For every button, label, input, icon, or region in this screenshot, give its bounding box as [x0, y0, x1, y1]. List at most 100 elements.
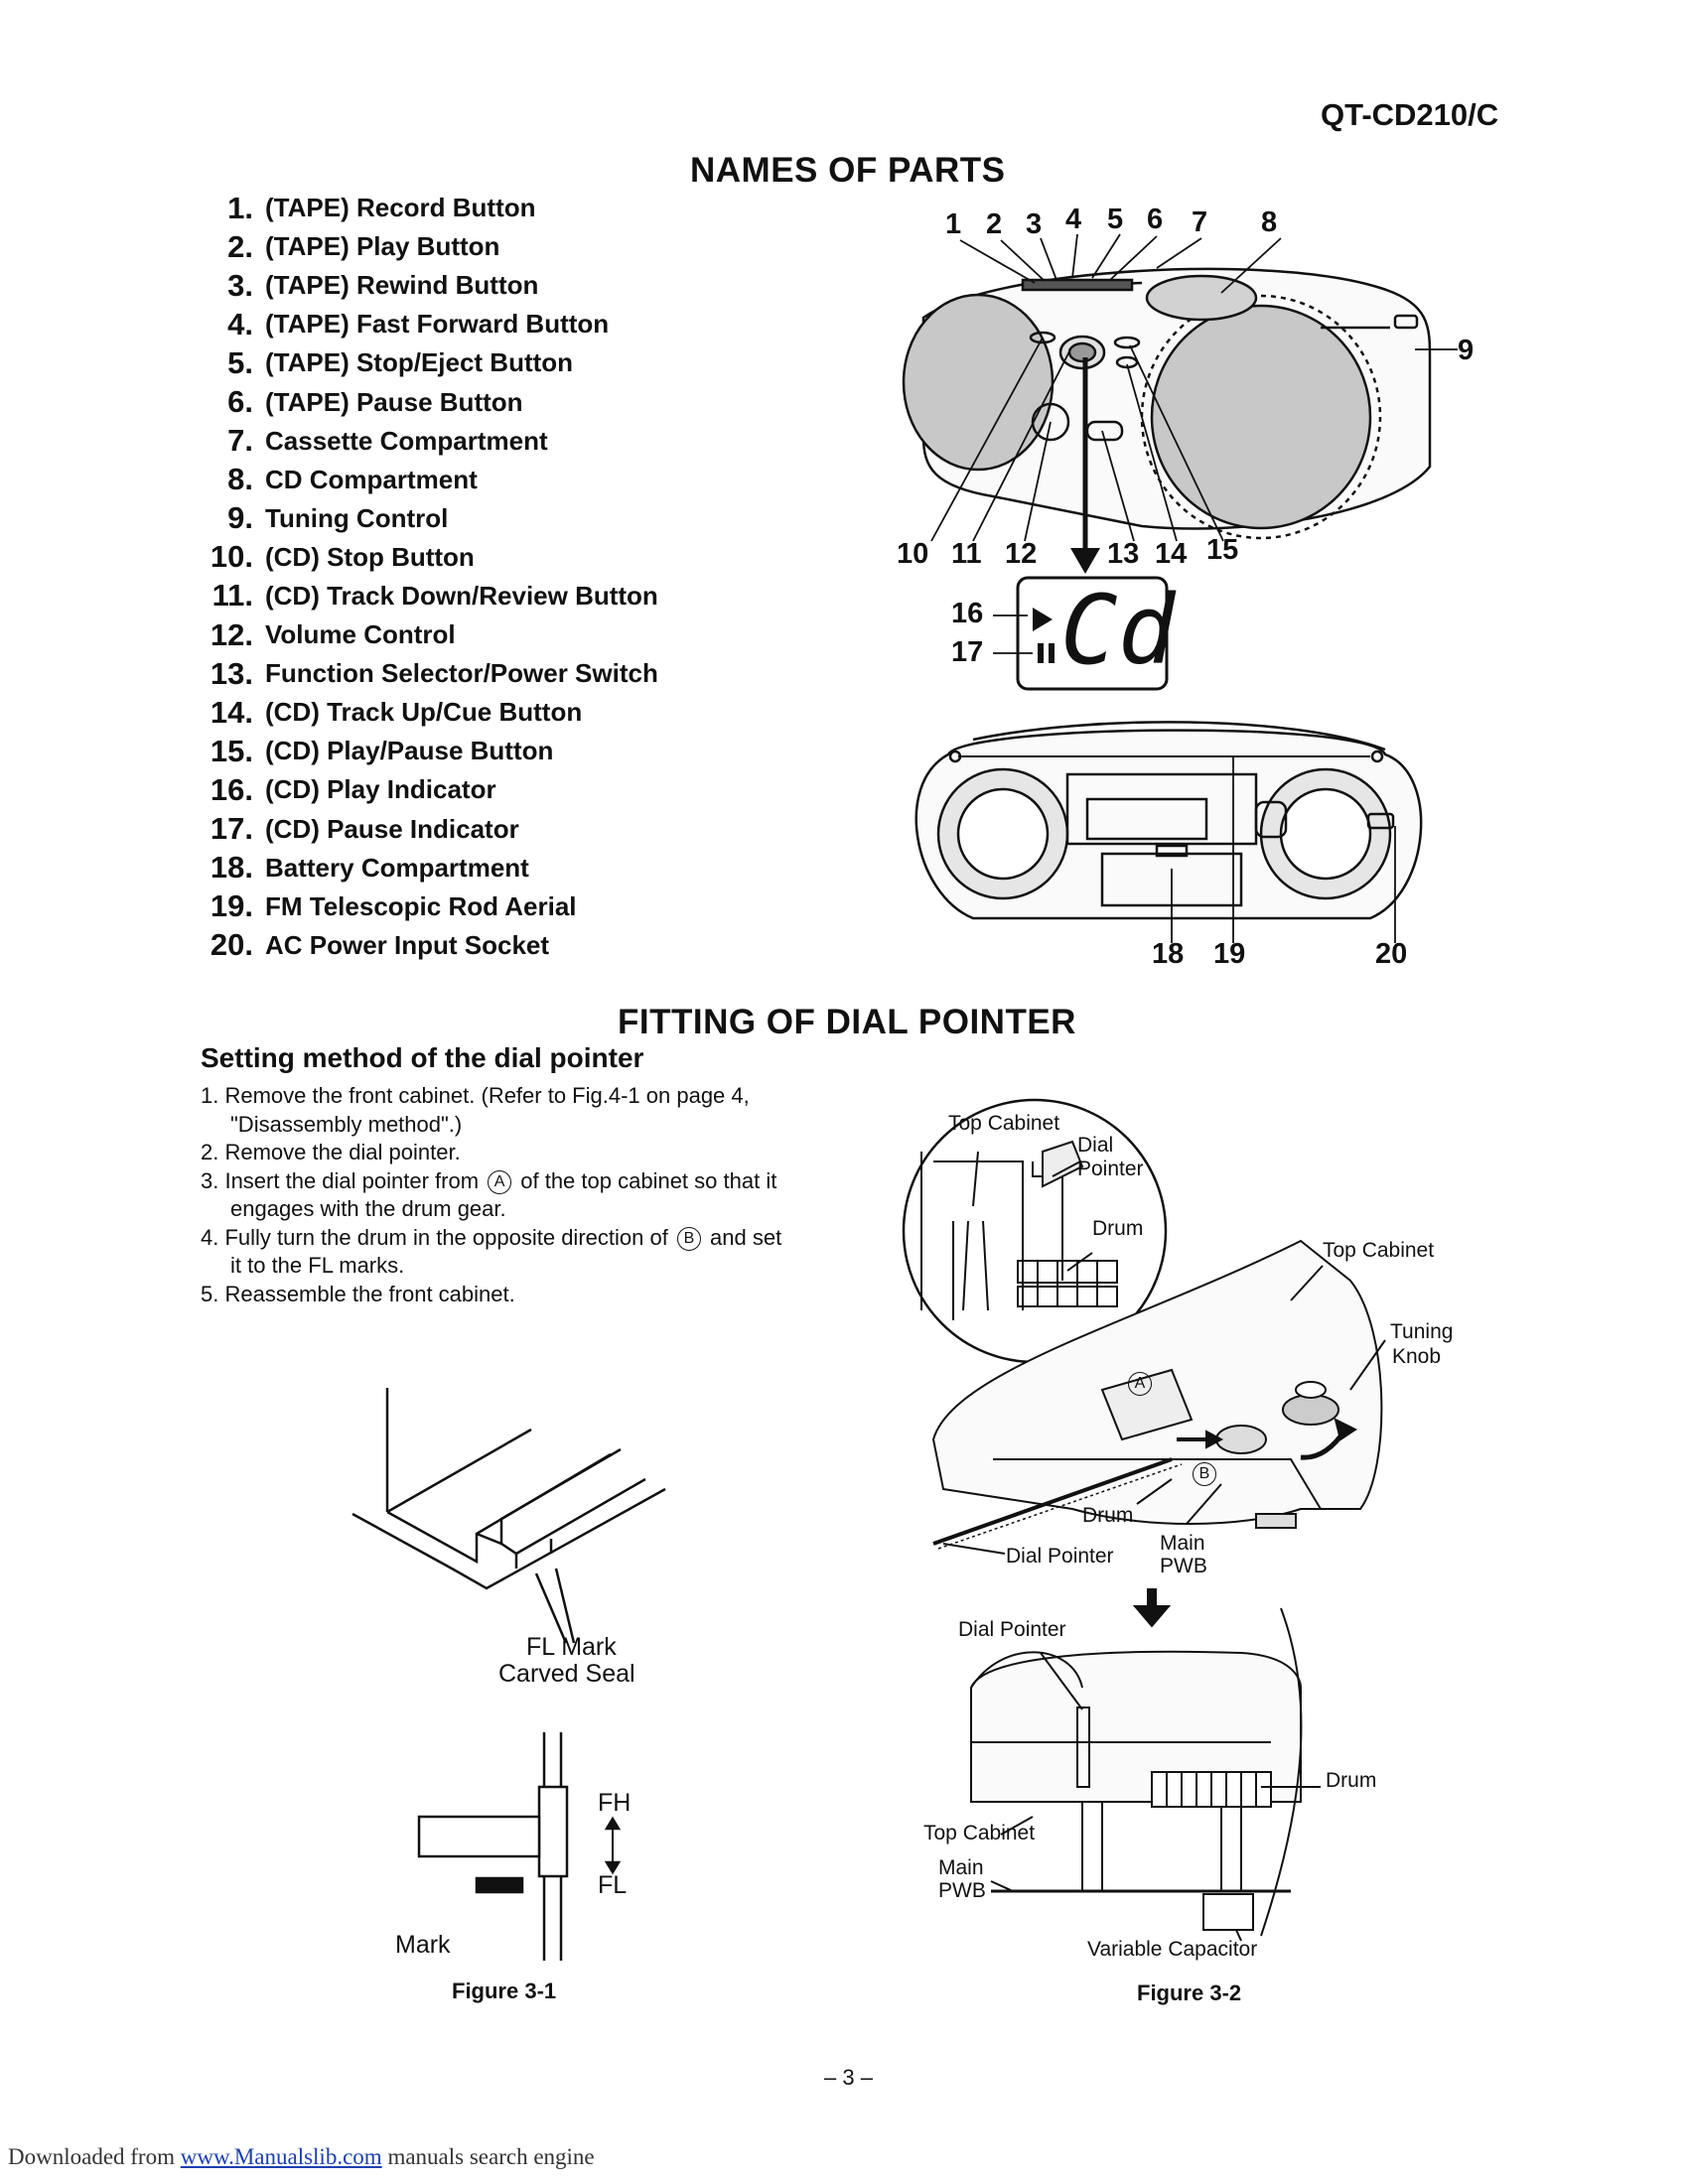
parts-list-item: 3.(TAPE) Rewind Button — [194, 266, 658, 305]
parts-list-item: 4.(TAPE) Fast Forward Button — [194, 305, 658, 343]
lcd-display — [993, 576, 1169, 691]
fitting-step-continuation: it to the FL marks. — [230, 1253, 405, 1278]
parts-item-label: (CD) Play/Pause Button — [265, 736, 554, 766]
fitting-title: FITTING OF DIAL POINTER — [618, 1003, 1076, 1041]
parts-list-item: 8.CD Compartment — [194, 461, 658, 499]
parts-item-number: 20. — [210, 927, 253, 963]
parts-item-label: (TAPE) Record Button — [265, 193, 536, 223]
play-indicator-icon — [1033, 608, 1053, 631]
inset-drum-label: Drum — [1092, 1217, 1144, 1240]
parts-item-number: 19. — [210, 888, 253, 924]
parts-item-label: Tuning Control — [265, 502, 449, 533]
parts-item-number: 17. — [210, 811, 253, 847]
parts-list-item: 18. Battery Compartment — [194, 849, 658, 887]
pwb-label-2: PWB — [938, 1879, 986, 1902]
tuning-label: Tuning — [1390, 1320, 1454, 1343]
parts-item-label: Battery Compartment — [265, 852, 529, 883]
parts-list-item: 17.(CD) Pause Indicator — [194, 810, 658, 849]
step-text-post: of the top cabinet so that it — [514, 1167, 777, 1193]
parts-item-label: (CD) Track Down/Review Button — [265, 580, 658, 611]
callout-8: 8 — [1261, 206, 1278, 238]
callout-14: 14 — [1155, 538, 1188, 570]
parts-item-number: 2. — [227, 228, 253, 264]
figure-3-1-illustration — [352, 1388, 666, 1961]
parts-item-label: (TAPE) Rewind Button — [265, 270, 539, 301]
parts-list-item: 19.FM Telescopic Rod Aerial — [194, 887, 658, 926]
parts-list-item: 12.Volume Control — [194, 615, 658, 654]
parts-item-label: (CD) Stop Button — [265, 541, 475, 572]
parts-item-number: 15. — [210, 733, 253, 768]
lcd-text: Cd — [1060, 575, 1176, 686]
page-number: – 3 – — [824, 2065, 873, 2090]
parts-list: 1. (TAPE) Record Button 2.(TAPE) Play Butt… — [194, 189, 658, 965]
fitting-step: 3. Insert the dial pointer from A of the… — [201, 1167, 826, 1196]
callout-leaders-front — [930, 233, 1458, 542]
parts-list-item: 20. AC Power Input Socket — [194, 926, 658, 965]
figure-3-2-illustration — [902, 1098, 1386, 1942]
callout-13: 13 — [1107, 538, 1140, 570]
parts-list-item: 9. Tuning Control — [194, 499, 658, 538]
callout-9: 9 — [1458, 335, 1475, 366]
figure-3-2-caption: Figure 3-2 — [1137, 1980, 1242, 2005]
top-cabinet-label-2: Top Cabinet — [923, 1822, 1036, 1844]
parts-item-number: 8. — [227, 462, 253, 497]
parts-list-item: 14.(CD) Track Up/Cue Button — [194, 693, 658, 732]
callout-6: 6 — [1147, 204, 1164, 235]
parts-item-number: 4. — [227, 306, 253, 341]
callout-10: 10 — [897, 538, 929, 570]
manualslib-link[interactable]: www.Manualslib.com — [180, 2144, 382, 2169]
step-text: 1. Remove the front cabinet. (Refer to F… — [201, 1083, 750, 1108]
parts-item-number: 6. — [227, 384, 253, 420]
parts-list-item: 2.(TAPE) Play Button — [194, 227, 658, 266]
parts-item-number: 9. — [227, 500, 253, 536]
parts-item-label: AC Power Input Socket — [265, 929, 550, 960]
parts-item-label: (CD) Track Up/Cue Button — [265, 697, 583, 728]
parts-item-number: 5. — [227, 344, 253, 380]
fl-mark-label: FL Mark — [526, 1633, 617, 1661]
step-text: 2. Remove the dial pointer. — [201, 1140, 461, 1164]
dial-pointer-label: Dial Pointer — [1006, 1545, 1114, 1568]
parts-item-number: 12. — [210, 616, 253, 652]
callout-16: 16 — [951, 598, 984, 629]
callout-1: 1 — [945, 208, 962, 240]
boombox-front-illustration — [902, 267, 1432, 540]
callout-4: 4 — [1065, 204, 1082, 235]
parts-list-item: 13.Function Selector/Power Switch — [194, 654, 658, 693]
pause-indicator-icon — [1038, 643, 1044, 663]
carved-seal-label: Carved Seal — [498, 1660, 635, 1688]
fitting-subtitle: Setting method of the dial pointer — [201, 1042, 644, 1073]
parts-item-label: (TAPE) Pause Button — [265, 386, 523, 417]
callout-19: 19 — [1213, 938, 1246, 970]
footer-suffix: manuals search engine — [381, 2144, 595, 2169]
callout-leaders-rear — [1171, 756, 1396, 943]
parts-item-number: 18. — [210, 850, 253, 886]
parts-list-item: 5.(TAPE) Stop/Eject Button — [194, 343, 658, 382]
drum-label: Drum — [1082, 1504, 1134, 1527]
knob-label: Knob — [1392, 1345, 1442, 1368]
step-text: 5. Reassemble the front cabinet. — [201, 1281, 515, 1306]
parts-list-item: 11.(CD) Track Down/Review Button — [194, 577, 658, 615]
callout-7: 7 — [1192, 206, 1208, 238]
fh-label: FH — [598, 1789, 632, 1817]
step-text: 3. Insert the dial pointer from — [201, 1167, 486, 1193]
fitting-step: 4. Fully turn the drum in the opposite d… — [201, 1224, 826, 1253]
inset-pointer-label: Pointer — [1077, 1158, 1144, 1180]
main-label-2: Main — [938, 1856, 984, 1879]
fitting-step: 2. Remove the dial pointer. — [201, 1139, 826, 1167]
parts-item-number: 16. — [210, 771, 253, 807]
step-mark-B: B — [676, 1226, 701, 1251]
callout-11: 11 — [951, 538, 982, 570]
parts-list-item: 10.(CD) Stop Button — [194, 538, 658, 577]
parts-list-item: 1. (TAPE) Record Button — [194, 189, 658, 227]
callout-2: 2 — [986, 208, 1003, 240]
top-cabinet-label: Top Cabinet — [1323, 1239, 1435, 1262]
parts-item-number: 1. — [227, 190, 253, 225]
fitting-step: 1. Remove the front cabinet. (Refer to F… — [201, 1082, 826, 1111]
parts-list-item: 16.(CD) Play Indicator — [194, 770, 658, 809]
names-of-parts-title: NAMES OF PARTS — [690, 151, 1006, 190]
parts-item-number: 13. — [210, 655, 253, 691]
fitting-step-continuation: "Disassembly method".) — [230, 1111, 463, 1137]
arrow-down-icon — [1070, 357, 1100, 574]
parts-list-item: 6. (TAPE) Pause Button — [194, 382, 658, 421]
